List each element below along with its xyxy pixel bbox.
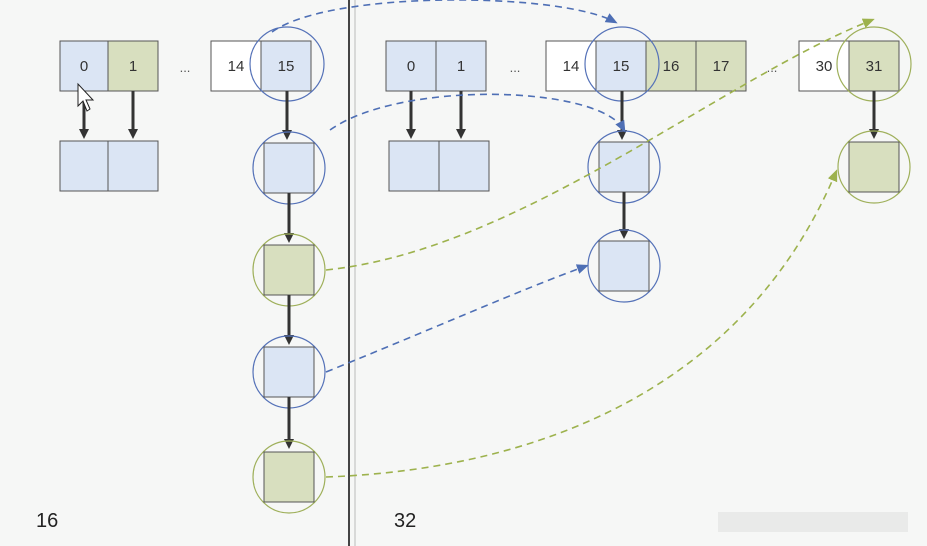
left-cell-0 <box>59 40 109 92</box>
right-cell-31-label: 31 <box>866 58 883 75</box>
right-cell-30-label: 30 <box>816 58 833 75</box>
right-cell-16-label: 16 <box>663 58 680 75</box>
right-ellipsis-b: ... <box>767 60 778 75</box>
left-capacity-label: 16 <box>36 510 58 532</box>
right-chain-31-node-circle <box>837 130 911 204</box>
migrate-node-3-arrow <box>325 264 589 373</box>
right-node-0 <box>388 140 440 192</box>
left-cell-1-label: 1 <box>129 58 137 75</box>
chain-node-3 <box>263 346 315 398</box>
right-cell-0-label: 0 <box>407 58 415 75</box>
left-chain <box>252 91 326 514</box>
left-cell-1 <box>107 40 159 92</box>
right-cell-15 <box>595 40 647 92</box>
right-cell-1-label: 1 <box>457 58 465 75</box>
left-cell-14-label: 14 <box>228 58 245 75</box>
migrate-node-2-arrow <box>325 18 875 271</box>
watermark-blur <box>718 512 908 532</box>
migrate-node-1-arrow <box>329 93 626 133</box>
migrate-bucket-15-arrow <box>271 0 618 33</box>
right-chain-node-1 <box>598 141 650 193</box>
chain-node-2 <box>263 244 315 296</box>
right-chain-node-2 <box>598 240 650 292</box>
left-node-1 <box>107 140 159 192</box>
right-table: 0 1 ... 14 15 16 17 ... 30 31 <box>385 26 912 102</box>
left-cell-15 <box>260 40 312 92</box>
right-node-1 <box>438 140 490 192</box>
right-cell-15-label: 15 <box>613 58 630 75</box>
left-node-0 <box>59 140 109 192</box>
left-table: 0 1 ... 14 15 <box>59 26 325 102</box>
right-cell-31 <box>848 40 900 92</box>
right-capacity-label: 32 <box>394 510 416 532</box>
right-cell-1 <box>435 40 487 92</box>
migrate-node-4-arrow <box>325 169 838 478</box>
left-ellipsis: ... <box>180 60 191 75</box>
chain-node-4 <box>263 451 315 503</box>
right-cell-17-label: 17 <box>713 58 730 75</box>
chain-node-1 <box>263 142 315 194</box>
left-cell-0-label: 0 <box>80 58 88 75</box>
right-cell-17 <box>695 40 747 92</box>
right-cell-14-label: 14 <box>563 58 580 75</box>
right-chain-31-node <box>848 141 900 193</box>
mouse-cursor-icon <box>77 82 95 112</box>
left-cell-15-label: 15 <box>278 58 295 75</box>
right-ellipsis-a: ... <box>510 60 521 75</box>
chain-node-4-circle <box>252 440 326 514</box>
